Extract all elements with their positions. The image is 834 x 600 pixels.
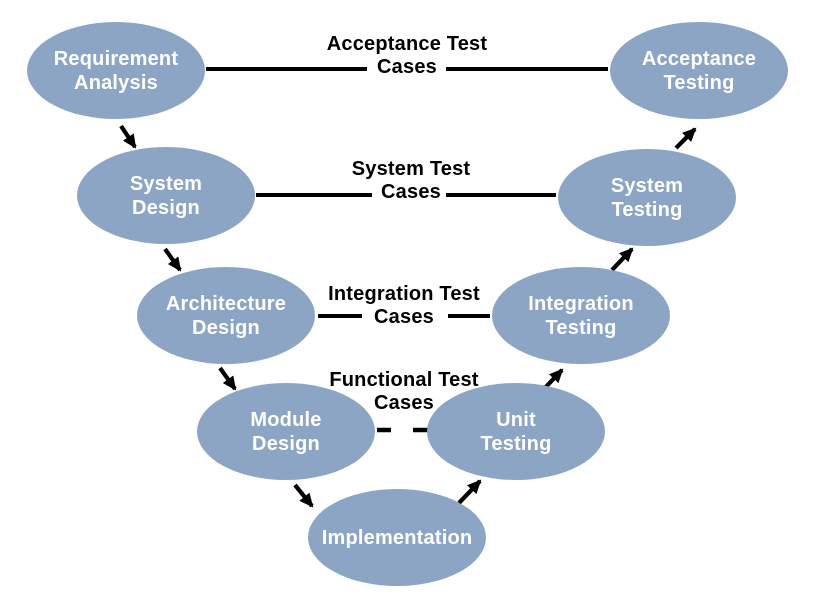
node-system-testing: System Testing: [558, 149, 736, 246]
node-integration-testing: Integration Testing: [492, 267, 670, 364]
label-acceptance-test-cases: Acceptance Test Cases: [326, 33, 488, 78]
node-implementation: Implementation: [308, 489, 486, 586]
arrow-requirement-to-system-design: [119, 124, 137, 149]
node-unit-testing: Unit Testing: [427, 383, 605, 480]
arrow-implementation-to-unit: [457, 479, 482, 505]
arrow-integration-to-system-testing: [610, 247, 634, 272]
node-acceptance-testing: Acceptance Testing: [610, 22, 788, 119]
node-requirement-analysis: Requirement Analysis: [27, 22, 205, 119]
node-module-design: Module Design: [197, 383, 375, 480]
node-architecture-design: Architecture Design: [137, 267, 315, 364]
arrow-system-testing-to-acceptance: [674, 127, 697, 150]
label-system-test-cases: System Test Cases: [351, 158, 471, 203]
label-functional-test-cases: Functional Test Cases: [329, 369, 479, 414]
arrow-module-to-implementation: [293, 483, 314, 508]
label-integration-test-cases: Integration Test Cases: [328, 283, 480, 328]
arrow-architecture-to-module: [218, 366, 237, 391]
node-system-design: System Design: [77, 147, 255, 244]
arrow-system-design-to-architecture: [163, 247, 182, 272]
